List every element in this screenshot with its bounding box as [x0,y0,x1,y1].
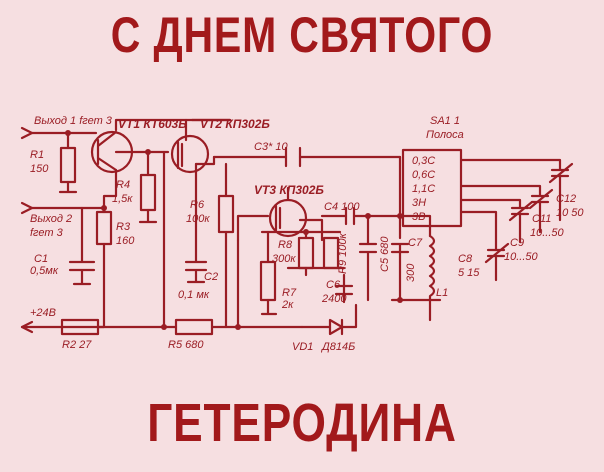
title-top: С ДНЕМ СВЯТОГО [110,7,494,63]
label-vt3: VT3 КП302Б [254,183,324,197]
label-c7: C7 [408,237,423,249]
label-r4-value: 1,5к [112,193,133,205]
label-band-1: 0,3С [412,155,435,167]
label-sa1-band: Полоса [426,129,464,141]
capacitor-c11 [528,188,554,210]
capacitor-c8 [484,242,510,264]
resistor-r2 [60,318,100,336]
label-c7-value: 300 [405,263,417,282]
label-c1-value: 0,5мк [30,265,59,277]
transistor-vt1 [90,130,134,174]
label-l1: L1 [436,287,448,299]
capacitor-c9 [508,200,534,222]
label-c1: C1 [34,253,48,265]
transistor-vt2 [170,134,210,174]
label-band-2: 0,6С [412,169,435,181]
label-out1: Выход 1 fгет 3 [34,115,113,127]
capacitor-c3 [284,146,302,168]
resistor-r8 [297,236,315,270]
label-c4: C4 100 [324,201,360,213]
label-r8: R8 [278,239,293,251]
title-bottom: ГЕТЕРОДИНА [147,393,457,453]
labels: Выход 1 fгет 3 VT1 КТ603Б VT2 КП302Б C3*… [30,115,584,353]
label-c2-value: 0,1 мк [178,289,210,301]
label-r2: R2 27 [62,339,92,351]
label-r6: R6 [190,199,205,211]
label-r3-value: 160 [116,235,135,247]
resistor-r5 [174,318,214,336]
capacitor-c4 [344,206,356,226]
label-band-4: 3Н [412,197,426,209]
diode-vd1 [328,318,344,336]
resistor-r9 [322,236,340,270]
resistor-r3 [95,210,113,246]
switch-sa1 [401,148,463,228]
label-vd1: VD1 [292,341,313,353]
label-r3: R3 [116,221,131,233]
label-c6-value: 2400 [321,293,347,305]
label-band-5: 3В [412,211,425,223]
label-r1: R1 [30,149,44,161]
label-c2: C2 [204,271,218,283]
label-vt2: VT2 КП302Б [200,117,270,131]
resistor-r6 [217,194,235,234]
label-c9: C9 [510,237,524,249]
label-c12: C12 [556,193,576,205]
label-r5: R5 680 [168,339,204,351]
label-c8: C8 [458,253,473,265]
resistor-r1 [59,146,77,184]
label-c9-value: 10...50 [504,251,539,263]
label-c3: C3* 10 [254,141,289,153]
label-c12-value: 10 50 [556,207,584,219]
label-band-3: 1,1С [412,183,435,195]
components [59,130,574,336]
capacitor-c12 [548,162,574,184]
label-r8-value: 300к [272,253,296,265]
label-out2-freq: fгет 3 [30,227,64,239]
label-sa1: SA1 1 [430,115,460,127]
label-out2: Выход 2 [30,213,72,225]
label-24v: +24В [30,307,56,319]
wires [20,118,562,334]
label-r7-value: 2к [281,299,294,311]
label-vt1: VT1 КТ603Б [118,117,187,131]
label-r7: R7 [282,287,297,299]
label-r6-value: 100к [186,213,210,225]
label-r9: R9 100к [337,233,349,274]
inductor-l1 [428,234,436,302]
label-c6: C6 [326,279,341,291]
junctions [65,130,403,330]
label-c11-value: 10...50 [530,227,565,239]
label-r4: R4 [116,179,130,191]
label-c11: C11 [532,213,551,225]
resistor-r7 [259,260,277,302]
resistor-r4 [139,173,157,212]
label-vd1-type: Д814Б [320,341,355,353]
label-c8-value: 5 15 [458,267,480,279]
transistor-vt3 [268,198,308,238]
label-c5: C5 680 [379,236,391,272]
label-r1-value: 150 [30,163,49,175]
